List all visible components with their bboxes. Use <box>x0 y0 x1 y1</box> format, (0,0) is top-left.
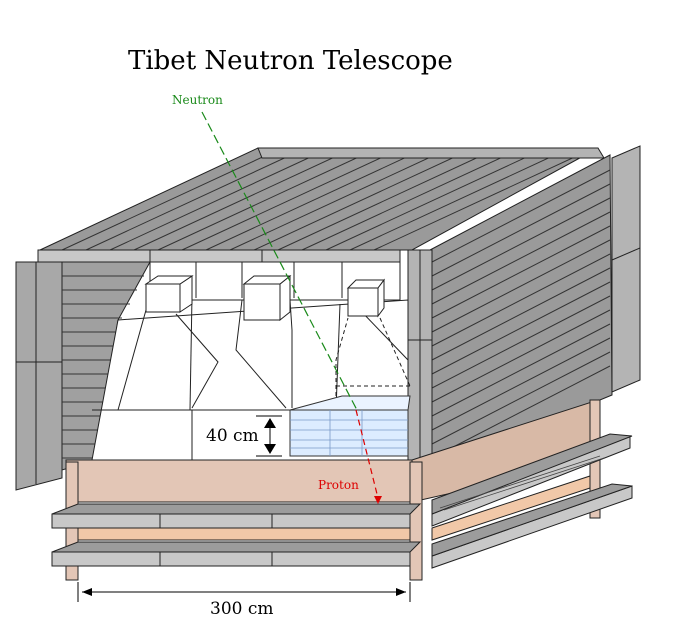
diagram-title: Tibet Neutron Telescope <box>128 46 453 76</box>
left-side-slabs <box>15 261 151 491</box>
proton-track: Proton <box>318 409 382 504</box>
roof-slabs <box>37 147 605 263</box>
width-dimension: 300 cm <box>77 582 411 619</box>
height-dimension: 40 cm <box>206 415 282 457</box>
lower-slabs <box>51 433 633 569</box>
counter-array <box>91 261 411 461</box>
neutron-label: Neutron <box>172 93 223 107</box>
proton-label: Proton <box>318 478 359 492</box>
height-label: 40 cm <box>206 426 259 446</box>
width-label: 300 cm <box>210 599 274 619</box>
right-side-slabs <box>407 145 641 471</box>
scintillator-block <box>289 395 411 457</box>
neutron-track: Neutron <box>172 93 359 413</box>
